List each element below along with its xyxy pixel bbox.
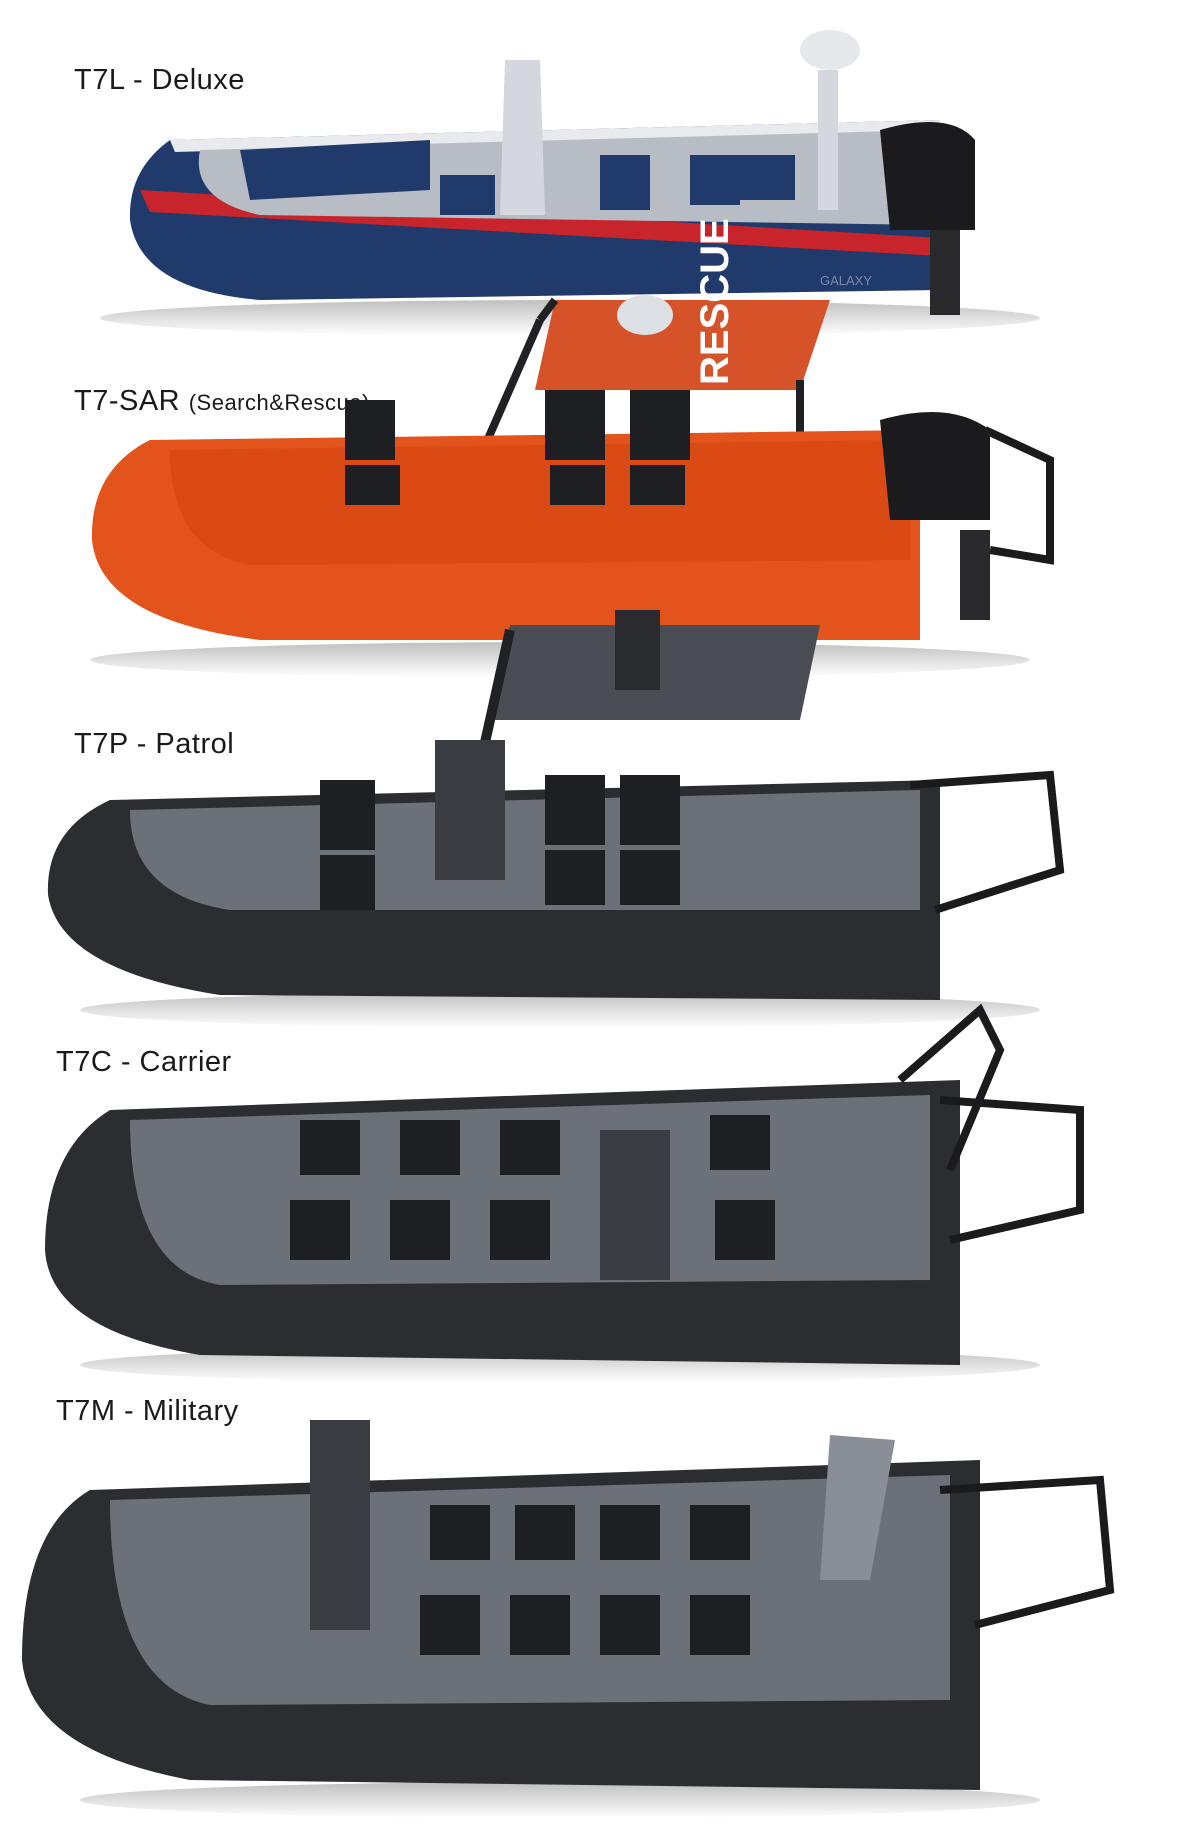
model-label-patrol: T7P - Patrol: [74, 728, 235, 760]
boat-image-sar: RESCUE: [90, 218, 1054, 678]
model-label-carrier: T7C - Carrier: [56, 1046, 232, 1078]
boat-image-military: [22, 1420, 1115, 1818]
boat-image-carrier: [45, 1003, 1084, 1383]
model-label-deluxe: T7L - Deluxe: [74, 64, 245, 96]
boat-image-patrol: [47, 610, 1065, 1028]
hull-rescue-text: RESCUE: [693, 218, 737, 385]
hull-brand-text: GALAXY: [820, 273, 872, 288]
model-label-military: T7M - Military: [56, 1395, 239, 1427]
model-label-sar: T7-SAR (Search&Rescue): [74, 385, 370, 417]
